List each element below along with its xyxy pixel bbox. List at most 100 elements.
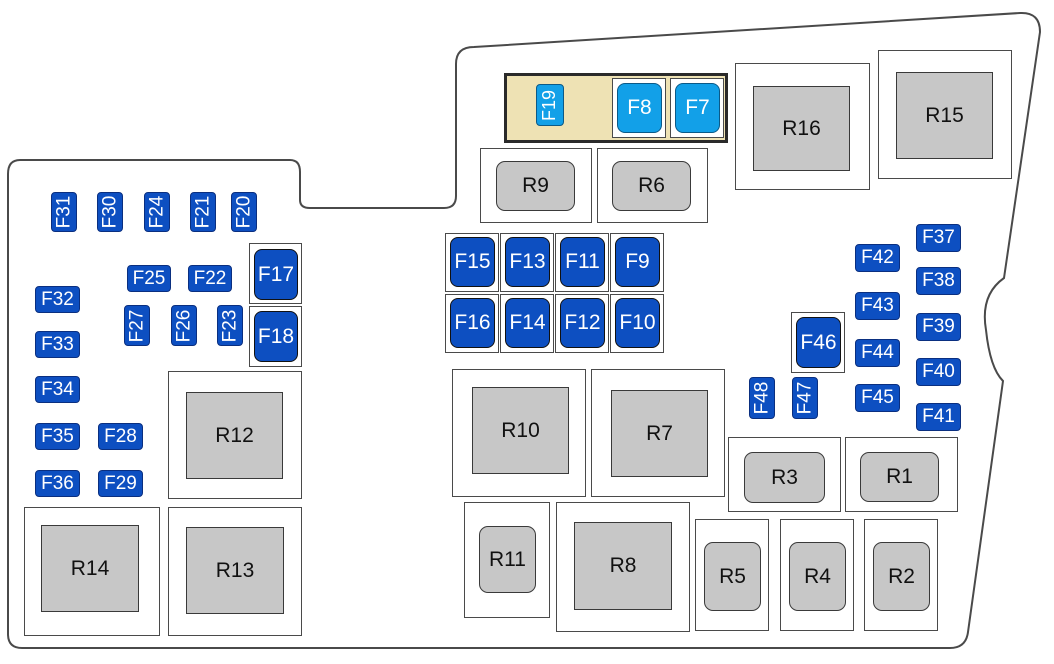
fuse-f22[interactable]: F22 xyxy=(188,265,232,292)
fuse-f42-label: F42 xyxy=(861,247,894,268)
fuse-f48[interactable]: F48 xyxy=(749,377,775,419)
relay-r4[interactable]: R4 xyxy=(789,542,846,611)
relay-r7[interactable]: R7 xyxy=(611,390,708,477)
fuse-f44[interactable]: F44 xyxy=(855,339,900,367)
fuse-f21[interactable]: F21 xyxy=(190,192,216,232)
fuse-f16[interactable]: F16 xyxy=(450,298,495,348)
fuse-f37-label: F37 xyxy=(922,227,955,248)
fuse-f24-label: F24 xyxy=(146,195,167,229)
relay-r14-label: R14 xyxy=(70,556,110,580)
fuse-f39-label: F39 xyxy=(922,316,955,337)
relay-r1[interactable]: R1 xyxy=(860,452,939,502)
fuse-f10-label: F10 xyxy=(619,311,656,334)
fuse-f29[interactable]: F29 xyxy=(98,470,143,497)
fuse-f13-label: F13 xyxy=(509,250,546,273)
fuse-f46-label: F46 xyxy=(800,330,837,354)
relay-r16[interactable]: R16 xyxy=(753,86,850,171)
relay-r15[interactable]: R15 xyxy=(896,72,993,159)
fuse-f28[interactable]: F28 xyxy=(98,423,143,450)
fuse-f30[interactable]: F30 xyxy=(97,192,123,232)
relay-r11[interactable]: R11 xyxy=(479,526,536,593)
relay-r10[interactable]: R10 xyxy=(472,387,569,474)
relay-r3[interactable]: R3 xyxy=(744,452,825,503)
fuse-f17[interactable]: F17 xyxy=(254,249,298,300)
fuse-f14-label: F14 xyxy=(509,311,546,334)
fuse-f8-label: F8 xyxy=(627,96,652,119)
relay-r2-label: R2 xyxy=(888,564,915,588)
relay-r4-label: R4 xyxy=(804,564,831,588)
fuse-f12[interactable]: F12 xyxy=(560,298,605,348)
relay-r5[interactable]: R5 xyxy=(704,542,761,611)
fuse-f40[interactable]: F40 xyxy=(916,358,961,386)
fuse-f47[interactable]: F47 xyxy=(792,377,818,419)
fuse-f20[interactable]: F20 xyxy=(231,192,257,232)
fuse-f7[interactable]: F7 xyxy=(675,83,720,133)
fuse-f41-label: F41 xyxy=(922,406,955,427)
fuse-f48-label: F48 xyxy=(751,381,772,415)
relay-r12[interactable]: R12 xyxy=(186,392,283,479)
fuse-f45[interactable]: F45 xyxy=(855,384,900,412)
fuse-f34-label: F34 xyxy=(41,378,74,400)
relay-r13[interactable]: R13 xyxy=(186,527,284,614)
relay-r11-label: R11 xyxy=(489,547,526,571)
fuse-f32[interactable]: F32 xyxy=(35,286,80,313)
fuse-f25[interactable]: F25 xyxy=(127,265,171,292)
fuse-f37[interactable]: F37 xyxy=(916,224,961,252)
fuse-f25-label: F25 xyxy=(132,267,166,289)
fuse-f14[interactable]: F14 xyxy=(505,298,550,348)
fuse-f44-label: F44 xyxy=(861,342,894,363)
relay-r5-label: R5 xyxy=(719,564,746,588)
fuse-f32-label: F32 xyxy=(41,288,74,310)
fuse-f46[interactable]: F46 xyxy=(796,317,841,368)
fuse-f40-label: F40 xyxy=(922,361,955,382)
relay-r7-label: R7 xyxy=(646,421,673,445)
fuse-f34[interactable]: F34 xyxy=(35,376,80,403)
fuse-f23-label: F23 xyxy=(219,309,240,342)
relay-r10-label: R10 xyxy=(501,418,540,442)
relay-r6-label: R6 xyxy=(638,174,665,197)
fuse-f43[interactable]: F43 xyxy=(855,292,900,320)
fuse-f19-label: F19 xyxy=(539,89,560,121)
fuse-f11-label: F11 xyxy=(565,250,600,273)
fuse-f35[interactable]: F35 xyxy=(35,423,80,450)
fuse-f31-label: F31 xyxy=(53,195,74,229)
fuse-f10[interactable]: F10 xyxy=(615,298,660,348)
fuse-f8[interactable]: F8 xyxy=(617,83,662,133)
fuse-f9-label: F9 xyxy=(625,250,650,273)
fuse-f26[interactable]: F26 xyxy=(171,305,197,346)
fuse-f15[interactable]: F15 xyxy=(450,237,495,287)
relay-r2[interactable]: R2 xyxy=(873,542,930,611)
fuse-f24[interactable]: F24 xyxy=(144,192,170,232)
fuse-f27[interactable]: F27 xyxy=(124,305,150,346)
relay-r16-label: R16 xyxy=(782,116,821,140)
fuse-f16-label: F16 xyxy=(454,311,491,334)
fuse-f18-label: F18 xyxy=(257,324,295,348)
relay-r8[interactable]: R8 xyxy=(574,522,672,610)
fuse-f39[interactable]: F39 xyxy=(916,313,961,341)
fuse-f29-label: F29 xyxy=(104,472,137,494)
fuse-f41[interactable]: F41 xyxy=(916,403,961,431)
relay-r13-label: R13 xyxy=(215,558,255,582)
fuse-f43-label: F43 xyxy=(861,295,894,316)
relay-r6[interactable]: R6 xyxy=(612,161,691,211)
fuse-f38-label: F38 xyxy=(922,270,955,291)
fuse-f23[interactable]: F23 xyxy=(217,305,243,346)
fuse-f20-label: F20 xyxy=(233,195,254,229)
fuse-f42[interactable]: F42 xyxy=(855,244,900,272)
fuse-f18[interactable]: F18 xyxy=(254,311,298,362)
relay-r9[interactable]: R9 xyxy=(496,161,575,211)
fuse-f47-label: F47 xyxy=(794,381,815,415)
fuse-f31[interactable]: F31 xyxy=(51,192,77,232)
fuse-f19[interactable]: F19 xyxy=(536,84,564,126)
fuse-f38[interactable]: F38 xyxy=(916,267,961,295)
relay-r12-label: R12 xyxy=(215,423,254,447)
fuse-f21-label: F21 xyxy=(192,195,213,229)
fuse-f28-label: F28 xyxy=(104,425,137,447)
relay-r14[interactable]: R14 xyxy=(41,525,139,612)
fuse-f33-label: F33 xyxy=(41,333,74,355)
fuse-f9[interactable]: F9 xyxy=(615,237,660,287)
fuse-f33[interactable]: F33 xyxy=(35,331,80,358)
fuse-f13[interactable]: F13 xyxy=(505,237,550,287)
fuse-f36[interactable]: F36 xyxy=(35,470,80,497)
fuse-f11[interactable]: F11 xyxy=(560,237,605,287)
